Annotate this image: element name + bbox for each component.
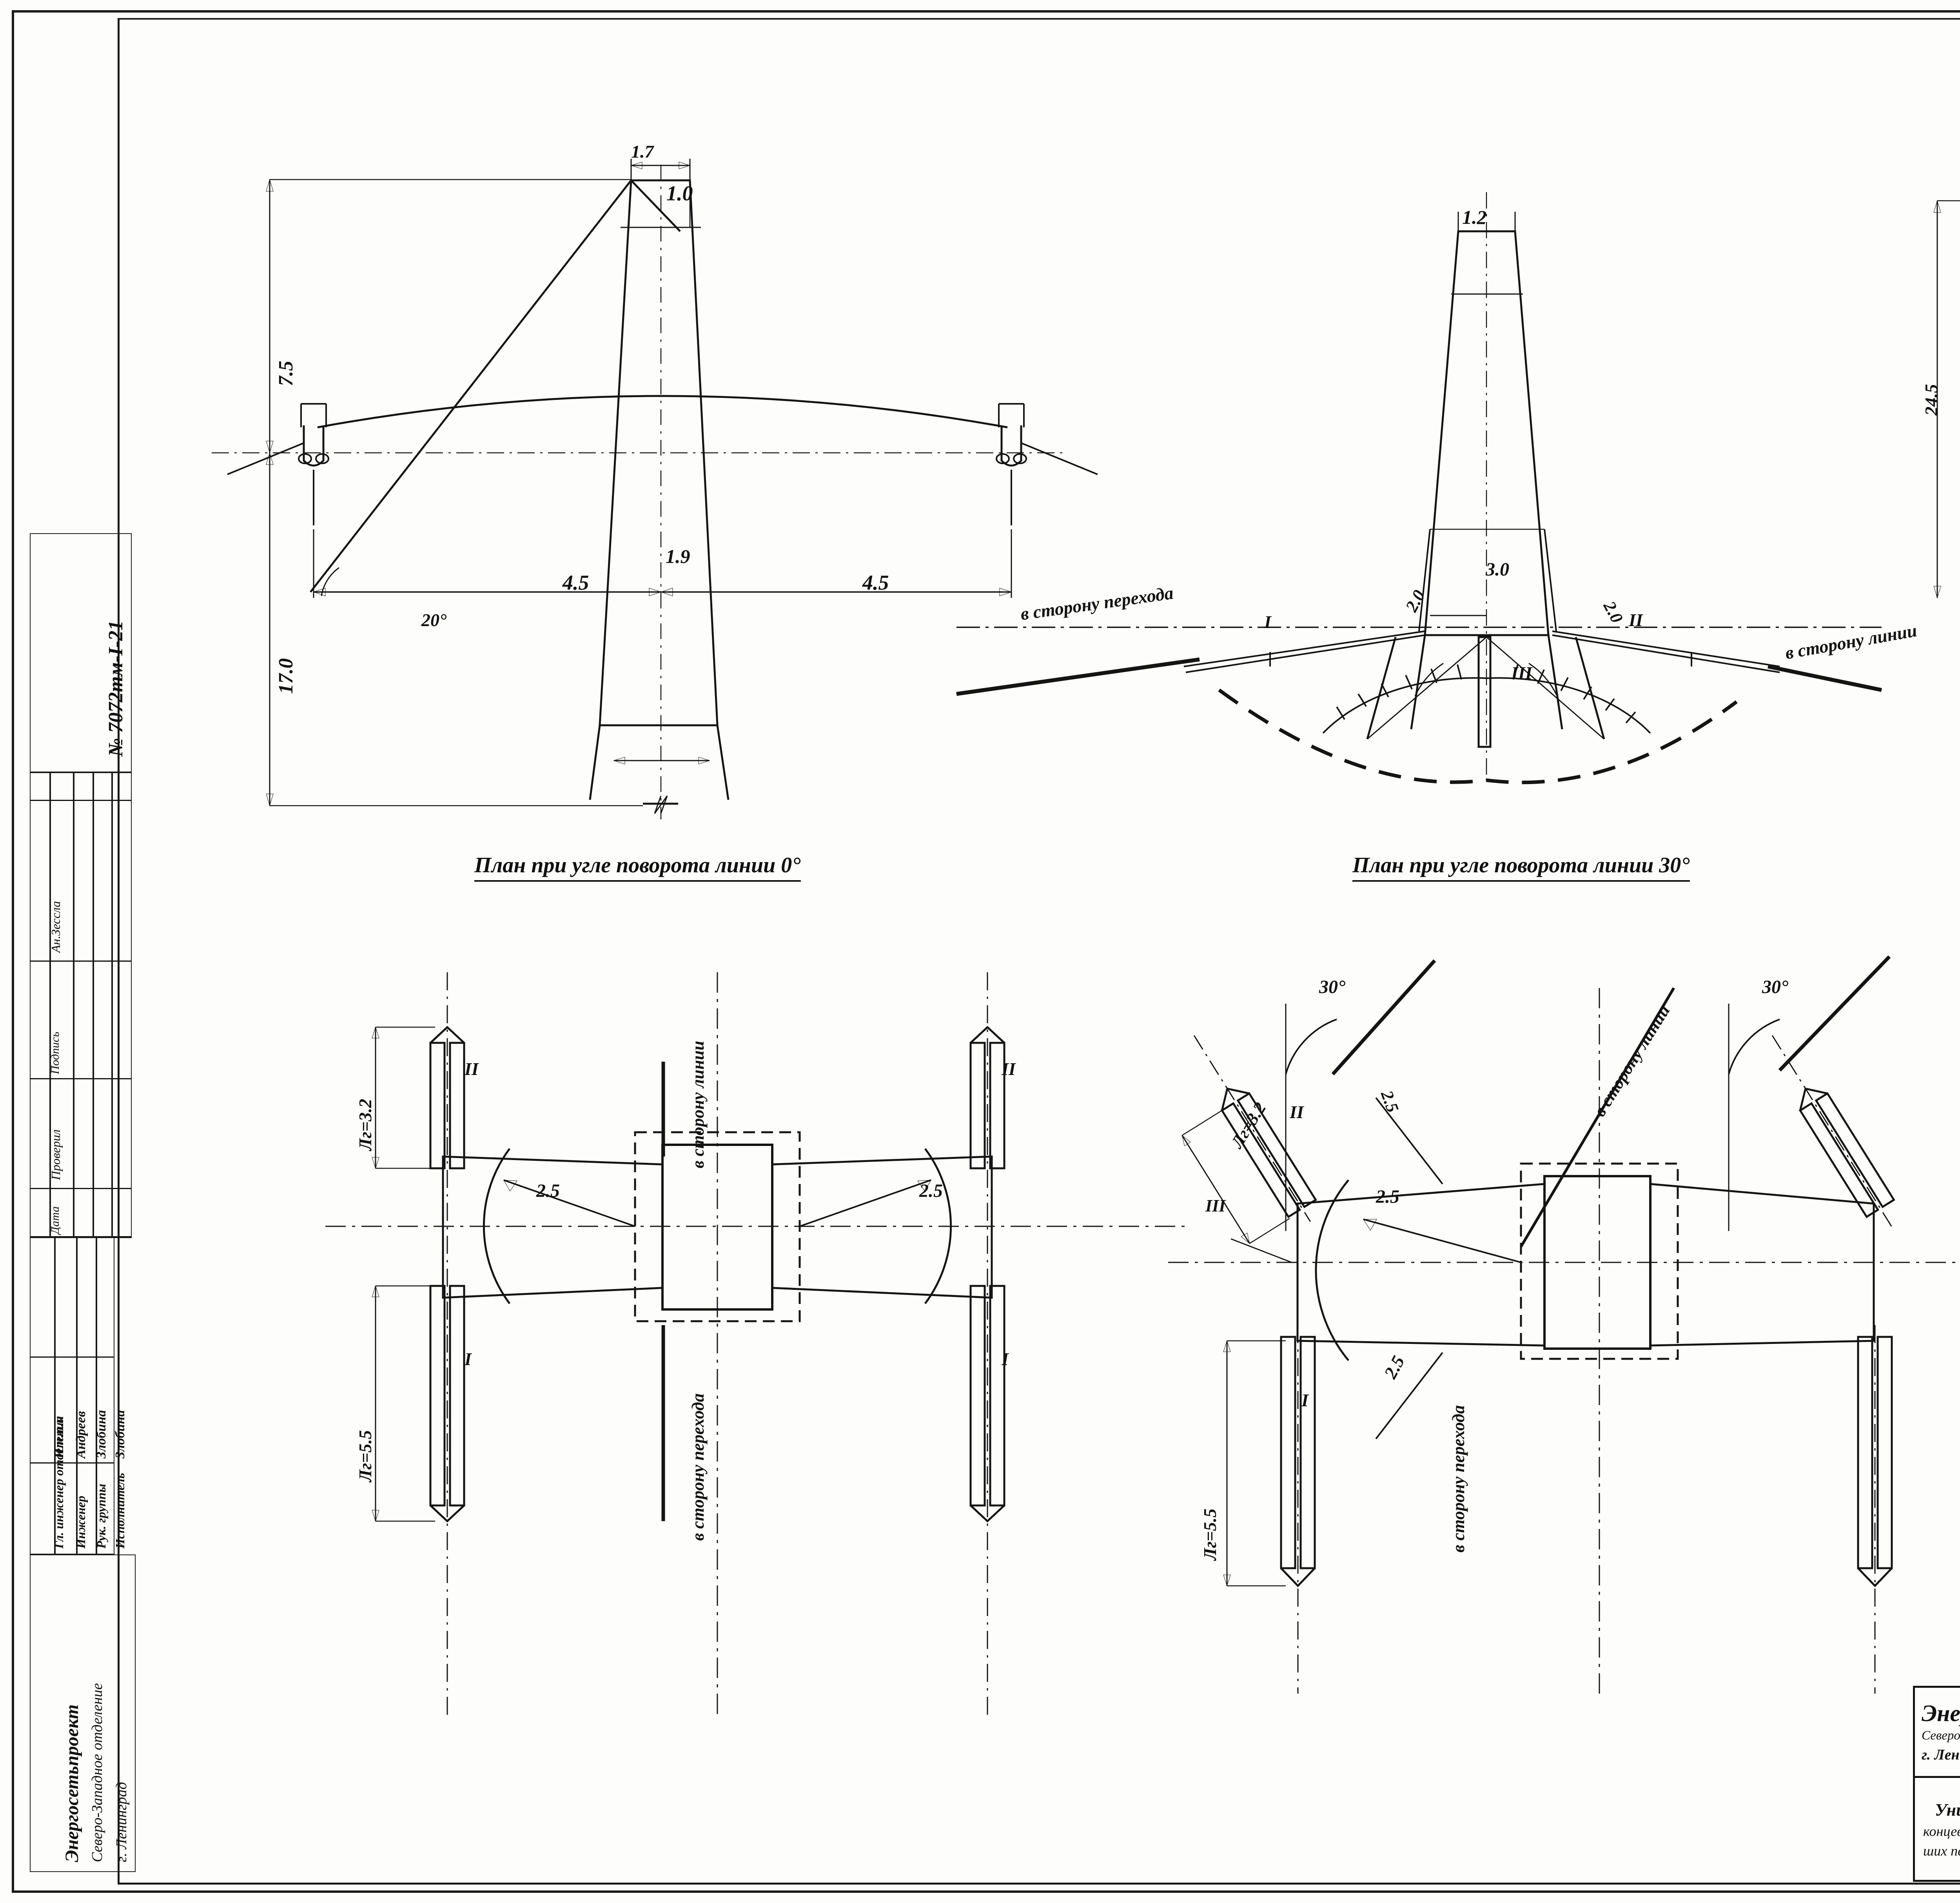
margin-col-1 — [30, 772, 50, 1237]
margin-col-3 — [74, 772, 93, 1237]
label-garland-I-side: I — [1264, 612, 1271, 632]
margin-rule — [30, 1078, 132, 1079]
sheet-border-outer — [12, 10, 1960, 1893]
org-branch: Северо-Западное отделение — [1922, 1729, 1960, 1743]
margin-cell-drawingno — [30, 533, 132, 772]
org-stamp-box — [30, 1554, 136, 1872]
series-line-3: ших переходов 35-330кв — [1923, 1843, 1960, 1859]
plan0-label-to-line: в сторону линии — [688, 1040, 708, 1168]
plan0-label-to-crossing: в сторону перехода — [688, 1393, 708, 1541]
plan30-garland-II: II — [1290, 1102, 1304, 1122]
margin-label-anzessla: Ан.Зессла — [49, 901, 63, 953]
dim-top-offset: 1.0 — [666, 182, 693, 205]
plan-0-drawing — [325, 972, 1188, 1717]
series-cell: Унифицированные концевые опоры для боль-… — [1917, 1779, 1960, 1879]
plan30-garland-III: III — [1205, 1196, 1226, 1215]
title-block-divider — [1913, 1776, 1960, 1778]
dim-crossarm-left: 4.5 — [563, 571, 589, 594]
dim-crossarm-right: 4.5 — [862, 571, 889, 594]
sig-col-role — [30, 1237, 55, 1554]
dim-height-upper: 7.5 — [275, 361, 297, 386]
org-city-margin: г. Ленинград — [113, 1782, 130, 1862]
org-branch-margin: Северо-Западное отделение — [89, 1683, 105, 1862]
sig-role-2: Рук. группы — [94, 1484, 108, 1549]
sig-name-1: Андреев — [74, 1411, 88, 1458]
org-cell: Энергосетьпроект Северо-Западное отделен… — [1917, 1688, 1960, 1775]
side-elevation-drawing — [956, 192, 1882, 784]
plan30-label-to-crossing: в сторону перехода — [1449, 1405, 1468, 1553]
org-city: г. Ленинград — [1922, 1747, 1960, 1763]
margin-rule — [30, 800, 132, 801]
scheme-220-drawing — [1933, 200, 1960, 599]
series-line-2: концевые опоры для боль- — [1923, 1823, 1960, 1839]
plan-30-drawing — [1168, 955, 1960, 1694]
plan0-garland-II-right: II — [1002, 1059, 1016, 1079]
plan0-garland-I-right: I — [1002, 1349, 1009, 1369]
plan30-angle-left: 30° — [1319, 977, 1346, 997]
plan30-garland-I: I — [1301, 1390, 1308, 1410]
margin-col-4 — [93, 772, 112, 1237]
plan30-dim-lambda-bottom: Лг=5.5 — [1200, 1508, 1220, 1560]
plan0-garland-I-left: I — [465, 1349, 472, 1369]
margin-label-data: Дата — [49, 1206, 62, 1234]
title-block — [1913, 1686, 1960, 1882]
left-margin-stamp: № 7072тм-I-21 Ан.Зессла Проверил Подпись… — [14, 12, 136, 1886]
margin-rule — [30, 1462, 114, 1464]
dim-top-width: 1.7 — [631, 142, 654, 162]
sig-col-sign — [77, 1237, 96, 1554]
margin-label-podpis: Подпись — [49, 1031, 62, 1074]
label-garland-II-side: II — [1629, 610, 1643, 630]
sig-col-name — [55, 1237, 77, 1554]
dim-angle-20: 20° — [421, 610, 447, 630]
margin-drawing-number: № 7072тм-I-21 — [105, 620, 127, 757]
plan30-angle-right: 30° — [1762, 977, 1789, 997]
dim-total-height: 24.5 — [1921, 384, 1941, 416]
plan0-dim-radius-left: 2.5 — [536, 1180, 560, 1201]
dim-height-lower: 17.0 — [275, 658, 297, 694]
org-name-margin: Энергосетьпроект — [62, 1704, 82, 1862]
sig-role-3: Исполнитель — [113, 1473, 127, 1549]
sig-name-3: Злобина — [113, 1410, 127, 1459]
front-elevation-drawing — [212, 159, 1098, 819]
sig-col-date — [96, 1237, 114, 1554]
dim-side-top-width: 1.2 — [1462, 206, 1487, 228]
plan0-dim-lambda-top: Лг=3.2 — [355, 1099, 375, 1151]
plan0-dim-radius-right: 2.5 — [919, 1180, 943, 1201]
margin-label-proveril: Проверил — [49, 1129, 63, 1180]
plan0-garland-II-left: II — [465, 1059, 479, 1079]
margin-rule — [30, 1356, 114, 1358]
org-name: Энергосетьпроект — [1922, 1700, 1960, 1726]
margin-col-2 — [50, 772, 74, 1237]
margin-col-5 — [112, 772, 132, 1237]
sheet-border-inner — [118, 18, 1960, 1885]
margin-rule — [30, 1188, 132, 1189]
plan-0-title: План при угле поворота линии 0° — [474, 853, 801, 882]
dim-side-base-width: 3.0 — [1486, 559, 1509, 580]
label-garland-III-side: III — [1511, 663, 1532, 683]
series-line-1: Унифицированные — [1935, 1800, 1960, 1819]
sig-name-2: Злобина — [94, 1410, 109, 1459]
dim-body-width: 1.9 — [666, 545, 690, 567]
sig-name-0: Ит.п.и — [52, 1416, 66, 1458]
plan0-dim-lambda-bottom: Лг=5.5 — [355, 1430, 375, 1482]
plan-30-title: План при угле поворота линии 30° — [1352, 853, 1690, 882]
sig-role-1: Инженер — [74, 1496, 88, 1549]
margin-rule — [30, 961, 132, 962]
plan30-radius-b: 2.5 — [1376, 1186, 1399, 1207]
